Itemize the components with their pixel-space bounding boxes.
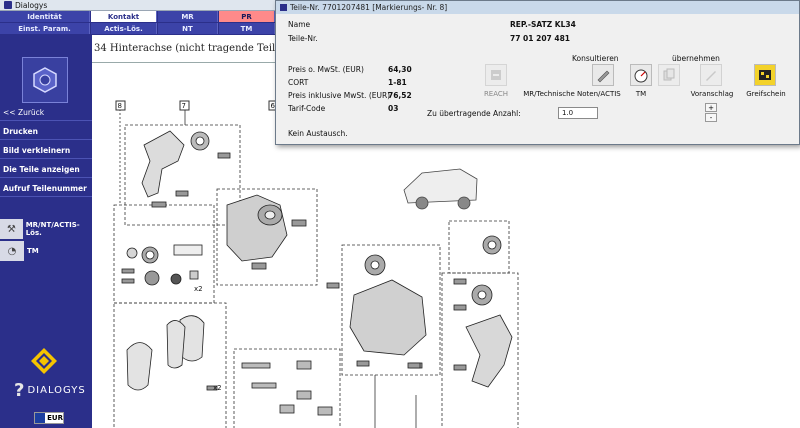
- exploded-parts-diagram[interactable]: 8 7 6 10 9 1 5 2 x2 x2: [92, 65, 800, 428]
- tm-label: TM: [27, 247, 39, 255]
- grip-slip-label: Greifschein: [746, 90, 786, 98]
- no-exchange-note: Kein Austausch.: [288, 129, 348, 138]
- page-title: 34 Hinterachse (nicht tragende Teile) / …: [94, 43, 323, 54]
- qty-transfer-input[interactable]: 1.0: [558, 107, 598, 119]
- reach-label: REACH: [483, 90, 509, 98]
- call-part-number-link[interactable]: Aufruf Teilenummer: [0, 181, 92, 197]
- dialogys-brand: ? DIALOGYS: [14, 380, 86, 401]
- mr-nt-actis-link[interactable]: ⚒ MR/NT/ACTIS-Lös.: [0, 219, 92, 239]
- brand-label: DIALOGYS: [27, 385, 86, 396]
- copy-icon: [663, 68, 675, 81]
- tab-einst-param[interactable]: Einst. Param.: [0, 23, 90, 34]
- shrink-image-link[interactable]: Bild verkleinern: [0, 143, 92, 159]
- price-incl-label: Preis inklusive MwSt. (EUR): [288, 91, 391, 100]
- qty-transfer-label: Zu übertragende Anzahl:: [427, 109, 521, 118]
- price-excl-value: 64,30: [388, 65, 412, 74]
- qty-decrement-button[interactable]: -: [705, 113, 717, 122]
- callout-7: 7: [182, 102, 186, 110]
- callout-6: 6: [271, 102, 276, 110]
- dialog-title: Teile-Nr. 7701207481 [Markierungs- Nr. 8…: [290, 3, 448, 12]
- tm-button[interactable]: [630, 64, 652, 86]
- currency-badge[interactable]: EUR: [34, 412, 64, 424]
- window-title: Dialogys: [15, 0, 48, 10]
- tab-actis-loes[interactable]: Actis-Lös.: [91, 23, 157, 34]
- tab-identitaet[interactable]: Identität: [0, 11, 90, 22]
- renault-logo-icon: [31, 348, 57, 374]
- name-value: REP.-SATZ KL34: [510, 20, 576, 29]
- cort-label: CORT: [288, 78, 309, 87]
- grip-slip-button[interactable]: [754, 64, 776, 86]
- question-mark-icon: ?: [14, 380, 26, 401]
- copy-button[interactable]: [658, 64, 680, 86]
- tab-mr[interactable]: MR: [158, 11, 218, 22]
- part-number-label: Teile-Nr.: [288, 34, 318, 43]
- quote-tools-icon: [706, 71, 716, 81]
- grip-slip-icon: [759, 70, 771, 80]
- tools-icon: ⚒: [0, 219, 23, 239]
- tm-link[interactable]: ◔ TM: [0, 241, 92, 261]
- tab-pr[interactable]: PR: [219, 11, 275, 22]
- sidebar: << Zurück Drucken Bild verkleinern Die T…: [0, 35, 92, 428]
- currency-label: EUR: [47, 414, 63, 422]
- tab-tm[interactable]: TM: [219, 23, 275, 34]
- tariff-value: 03: [388, 104, 399, 113]
- show-parts-link[interactable]: Die Teile anzeigen: [0, 162, 92, 178]
- consult-label: Konsultieren: [572, 54, 619, 63]
- tm-gauge-icon: [634, 69, 648, 83]
- part-number-value: 77 01 207 481: [510, 34, 571, 43]
- mr-notes-label: MR/Technische Noten/ACTIS: [523, 90, 621, 98]
- tm-action-label: TM: [635, 90, 647, 98]
- part-detail-dialog: Teile-Nr. 7701207481 [Markierungs- Nr. 8…: [275, 0, 800, 145]
- eu-flag-icon: [35, 413, 46, 423]
- cort-value: 1-81: [388, 78, 407, 87]
- print-link[interactable]: Drucken: [0, 124, 92, 140]
- price-incl-value: 76,52: [388, 91, 412, 100]
- callout-8: 8: [118, 102, 122, 110]
- gauge-icon: ◔: [0, 241, 24, 261]
- qty-label-seal-kit: x2: [194, 285, 203, 293]
- reach-icon: [491, 70, 501, 80]
- back-link[interactable]: << Zurück: [0, 105, 92, 121]
- tab-nt[interactable]: NT: [158, 23, 218, 34]
- take-over-label: übernehmen: [672, 54, 720, 63]
- price-excl-label: Preis o. MwSt. (EUR): [288, 65, 364, 74]
- mr-nt-actis-label: MR/NT/ACTIS-Lös.: [25, 221, 80, 237]
- nut-logo: [22, 57, 68, 103]
- dialog-app-icon: [280, 4, 287, 11]
- tab-kontakt[interactable]: Kontakt: [91, 11, 157, 22]
- name-label: Name: [288, 20, 311, 29]
- qty-increment-button[interactable]: +: [705, 103, 717, 112]
- hex-nut-icon: [33, 67, 57, 93]
- wrench-icon: [597, 70, 610, 83]
- quote-label: Voranschlag: [690, 90, 734, 98]
- tariff-label: Tarif-Code: [288, 104, 326, 113]
- app-icon: [4, 1, 12, 9]
- qty-label-pads: x2: [213, 384, 222, 392]
- reach-button[interactable]: [485, 64, 507, 86]
- quote-button[interactable]: [700, 64, 722, 86]
- dialog-titlebar: Teile-Nr. 7701207481 [Markierungs- Nr. 8…: [276, 1, 799, 14]
- mr-notes-button[interactable]: [592, 64, 614, 86]
